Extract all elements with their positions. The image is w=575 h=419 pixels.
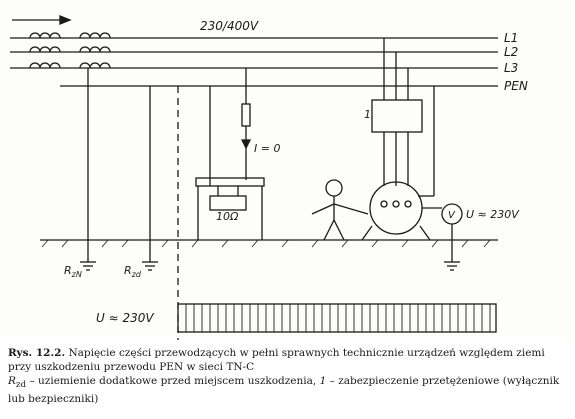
conductor-label-pen: PEN xyxy=(504,79,528,93)
person-figure xyxy=(311,179,369,241)
conductor-label-l2: L2 xyxy=(504,45,518,59)
resistor-symbol xyxy=(209,195,247,211)
supply-arrow-head xyxy=(59,15,72,25)
current-label: I = 0 xyxy=(254,142,280,155)
current-arrow xyxy=(240,139,252,150)
caption-title: Rys. 12.2. Napięcie części przewodzących… xyxy=(8,346,568,374)
caption-legend: Rzd – uziemienie dodatkowe przed miejsce… xyxy=(8,375,560,406)
motor-symbol xyxy=(369,181,423,235)
resistor-label: 10Ω xyxy=(216,210,239,223)
earth-left-label: RzN xyxy=(64,264,82,279)
protection-device xyxy=(371,99,423,133)
earth-symbol-meter xyxy=(444,261,460,271)
protection-device-label: 1 xyxy=(364,108,371,121)
fuse-symbol xyxy=(241,103,251,127)
earth-symbol-left xyxy=(80,261,96,271)
circuit-diagram: 230/400V L1 L2 L3 PEN I = 0 10Ω 1 V U ≈ … xyxy=(10,15,528,340)
voltage-bar-label: U ≈ 230V xyxy=(96,311,154,325)
earth-right-label: Rzd xyxy=(124,264,142,279)
transformer-coils xyxy=(29,32,111,69)
caption-title-text: Napięcie części przewodzących w pełni sp… xyxy=(8,347,545,373)
conductor-label-l1: L1 xyxy=(504,31,518,45)
voltage-bar xyxy=(177,303,497,333)
circuit-figure: 230/400V L1 L2 L3 PEN I = 0 10Ω 1 V U ≈ … xyxy=(10,15,528,340)
caption-number: Rys. 12.2. xyxy=(8,347,66,359)
motor-feet xyxy=(361,225,431,241)
conductor-label-l3: L3 xyxy=(504,61,518,75)
figure-caption: Rys. 12.2. Napięcie części przewodzących… xyxy=(8,346,568,406)
ground-hatching xyxy=(41,239,491,248)
earth-symbol-right xyxy=(142,261,158,271)
heater-housing-top xyxy=(195,177,265,187)
voltmeter-symbol-label: V xyxy=(448,210,456,221)
voltage-bar-hatching xyxy=(185,304,491,332)
supply-voltage-label: 230/400V xyxy=(200,19,259,33)
meter-reading-label: U ≈ 230V xyxy=(466,208,520,221)
